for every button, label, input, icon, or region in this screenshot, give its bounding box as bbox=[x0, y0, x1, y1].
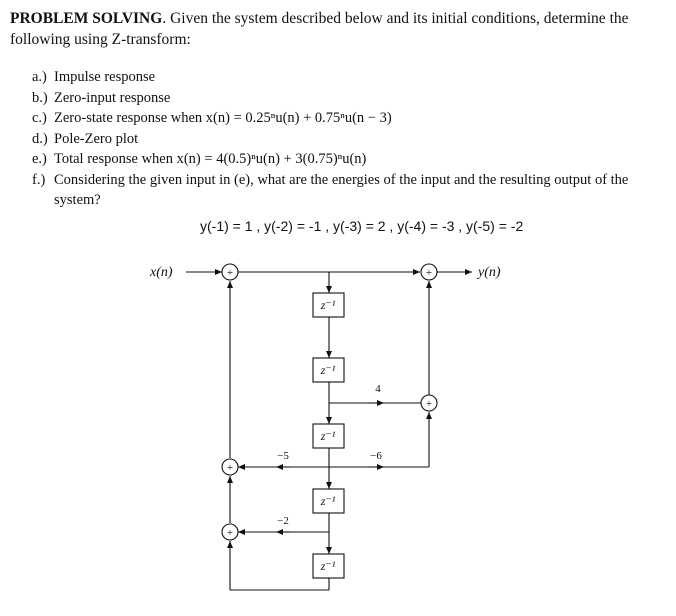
question-item: e.) Total response when x(n) = 4(0.5)ⁿu(… bbox=[32, 149, 672, 170]
problem-title: PROBLEM SOLVING bbox=[10, 10, 163, 27]
problem-intro: . Given the system described below and i… bbox=[10, 10, 629, 48]
question-label: e.) bbox=[32, 151, 47, 167]
question-text: Zero-input response bbox=[54, 89, 171, 106]
gain-neg6: −6 bbox=[370, 450, 382, 462]
delay-label: z⁻¹ bbox=[320, 298, 336, 312]
problem-statement: PROBLEM SOLVING. Given the system descri… bbox=[10, 8, 670, 50]
left-adder-lower bbox=[221, 523, 239, 541]
initial-conditions: y(-1) = 1 , y(-2) = -1 , y(-3) = 2 , y(-… bbox=[200, 218, 524, 234]
gain-neg2: −2 bbox=[277, 515, 289, 527]
question-label: f.) bbox=[32, 171, 46, 188]
question-label: b.) bbox=[32, 89, 48, 106]
question-text: Pole-Zero plot bbox=[54, 130, 139, 147]
question-label: d.) bbox=[32, 130, 48, 147]
gain-neg5: −5 bbox=[277, 450, 289, 462]
gain-4: 4 bbox=[375, 383, 381, 395]
question-text: Total response when x(n) = 4(0.5)ⁿu(n) +… bbox=[54, 151, 367, 167]
adder-plus: + bbox=[227, 462, 233, 474]
right-adder bbox=[420, 394, 438, 412]
output-label: y(n) bbox=[476, 265, 501, 280]
input-label: x(n) bbox=[149, 265, 173, 280]
adder-plus: + bbox=[227, 267, 233, 279]
delay-block bbox=[312, 553, 345, 579]
question-label: a.) bbox=[32, 69, 47, 85]
question-item: a.) Impulse response bbox=[32, 67, 672, 88]
input-adder bbox=[221, 263, 239, 281]
output-adder bbox=[420, 263, 438, 281]
question-item: b.) Zero-input response bbox=[32, 88, 672, 109]
question-text: Zero-state response when x(n) = 0.25ⁿu(n… bbox=[54, 110, 392, 126]
delay-block bbox=[312, 357, 345, 383]
question-list: a.) Impulse response b.) Zero-input resp… bbox=[32, 67, 672, 211]
adder-plus: + bbox=[426, 267, 432, 279]
delay-block bbox=[312, 488, 345, 514]
question-label: c.) bbox=[32, 110, 47, 126]
delay-label: z⁻¹ bbox=[320, 559, 336, 573]
question-item: f.) Considering the given input in (e), … bbox=[32, 170, 672, 211]
question-item: d.) Pole-Zero plot bbox=[32, 129, 672, 150]
question-text: Considering the given input in (e), what… bbox=[54, 171, 629, 209]
delay-block bbox=[312, 423, 345, 449]
delay-label: z⁻¹ bbox=[320, 363, 336, 377]
delay-label: z⁻¹ bbox=[320, 494, 336, 508]
question-item: c.) Zero-state response when x(n) = 0.25… bbox=[32, 108, 672, 129]
adder-plus: + bbox=[426, 398, 432, 410]
question-text: Impulse response bbox=[54, 69, 156, 85]
delay-label: z⁻¹ bbox=[320, 429, 336, 443]
adder-plus: + bbox=[227, 527, 233, 539]
left-adder-upper bbox=[221, 458, 239, 476]
delay-block bbox=[312, 292, 345, 318]
